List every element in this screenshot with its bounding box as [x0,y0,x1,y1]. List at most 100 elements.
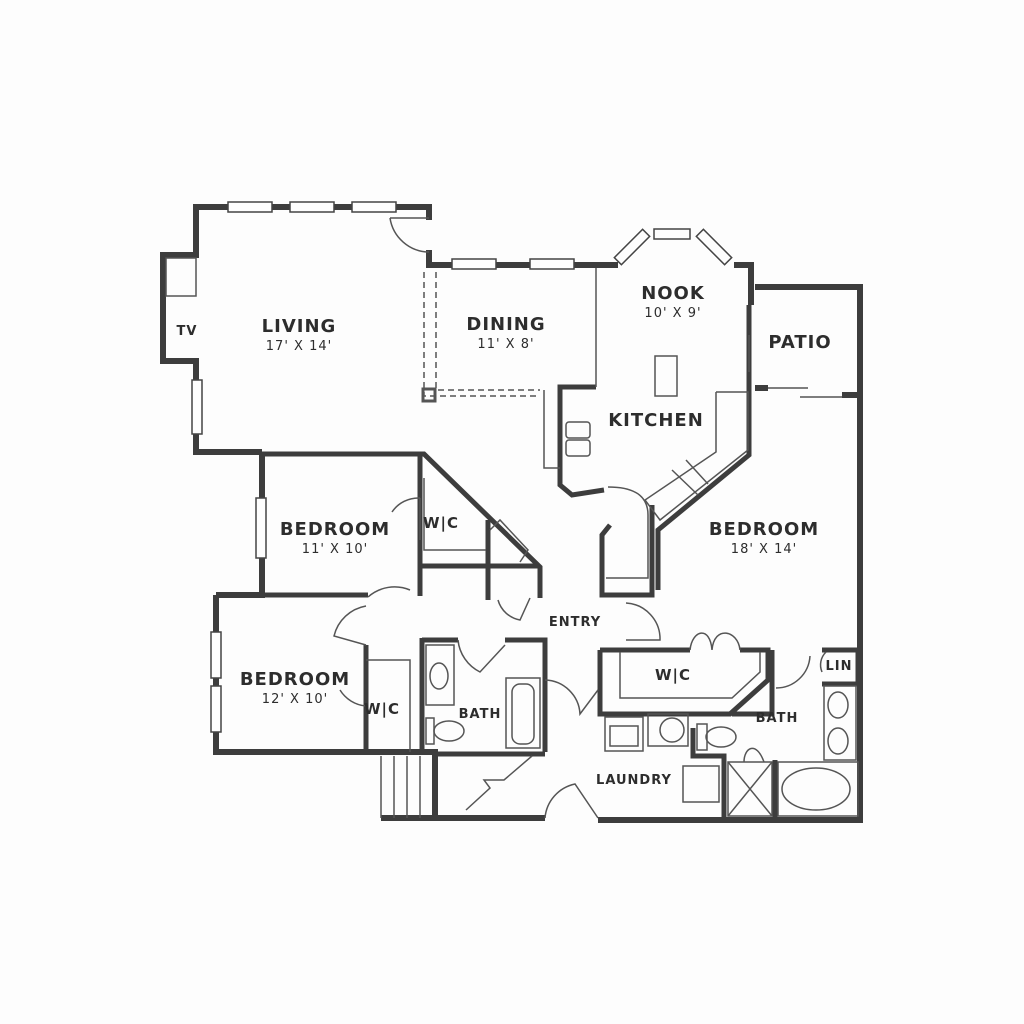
door-bath2 [775,655,811,689]
washer-inner [609,725,639,747]
door-lin [819,651,827,673]
door-wic1 [391,497,421,540]
window-nook-2 [613,228,651,266]
room-bedroom-3: BEDROOM 18' X 14' [708,519,820,557]
wall-bedroom1 [216,452,265,598]
door-bed2 [333,605,367,646]
interior-walls [262,305,861,820]
bath2-toilet [705,726,737,748]
room-patio: PATIO [768,334,831,352]
bathtub-inner [781,767,851,811]
bath2-toilet-tank [696,723,708,751]
room-name: BATH [458,707,502,722]
counter-kitchen-west [543,390,560,469]
room-name: W|C [654,666,692,684]
door-living [389,217,430,253]
window-dining-2 [529,258,575,270]
bath1-sink [429,662,449,690]
sink-2 [565,439,591,457]
counter-east [643,391,749,522]
bath1-toilet-tank [425,717,435,745]
wall-lin [822,647,861,687]
shower [727,761,773,817]
bath1-tub [505,677,541,749]
wall-bath1-east [505,637,548,752]
room-name: BEDROOM [279,519,391,540]
window-nook-3 [695,228,733,266]
wall-kitchen-east [655,305,752,590]
shower-x2 [727,761,773,817]
laundry-shelf [682,765,720,803]
kitchen-island [654,355,678,397]
bath2-sink-2 [827,727,849,755]
room-dims: 10' X 9' [644,306,702,321]
room-dining: DINING 11' X 8' [466,314,546,352]
closet-shelf [489,518,529,563]
door-entry-kitchen [625,602,661,641]
wall-wic3 [597,647,771,717]
window-bed2-2 [210,685,222,733]
room-bedroom-2: BEDROOM 12' X 10' [239,669,351,707]
wall-kitchen-counter [557,384,605,498]
counter-divider-2 [685,459,709,485]
wall-east [598,392,863,823]
bath2-vanity [823,685,857,761]
room-name: ENTRY [548,615,602,630]
room-lin: LIN [825,660,852,673]
room-name: PATIO [768,332,832,353]
bath1-tub-inner [511,683,535,745]
sink-1 [565,421,591,439]
wall-bath2-west [690,728,727,820]
door-wic3 [689,632,741,651]
window-nook-1 [653,228,691,240]
room-entry: ENTRY [549,616,601,629]
room-name: LIN [825,659,853,674]
room-bath-2: BATH [756,712,799,725]
wall-bath2-north [732,650,775,717]
wall-patio [755,284,863,392]
room-name: DINING [466,314,546,335]
bath1-vanity [425,644,455,706]
washer [604,716,644,752]
room-bedroom-1: BEDROOM 11' X 10' [279,519,391,557]
door-wic2 [339,689,367,707]
window-living-2 [289,201,335,213]
door-laundry [544,679,599,717]
windows [191,201,733,733]
wall-bed1-north [262,451,543,598]
room-name: TV [176,324,198,339]
divider-post [421,387,437,403]
room-name: BEDROOM [239,669,351,690]
window-living-west [191,379,203,435]
window-bed1 [255,497,267,559]
room-wic-1: W|C [423,516,459,531]
shower-door [743,747,765,763]
counter-divider-1 [671,469,699,496]
window-bed2-1 [210,631,222,679]
room-wic-3: W|C [655,668,691,683]
room-name: W|C [422,514,460,532]
room-nook: NOOK 10' X 9' [641,285,705,321]
wic2-shelf [366,659,411,752]
room-dims: 11' X 10' [301,542,369,557]
bath1-toilet [433,720,465,742]
room-name: LIVING [261,316,337,337]
room-name: BATH [755,711,799,726]
wall-nook-east [734,262,754,305]
room-dims: 17' X 14' [265,339,333,354]
room-kitchen: KITCHEN [608,412,704,430]
fixtures [165,217,859,819]
island-curve [606,486,649,579]
bathtub [777,761,859,817]
room-name: W|C [363,700,401,718]
window-living-1 [227,201,273,213]
room-wic-2: W|C [364,702,400,717]
window-living-3 [351,201,397,213]
room-name: BEDROOM [708,519,820,540]
room-dims: 18' X 14' [730,542,798,557]
wic3-shelf [619,652,761,699]
room-laundry: LAUNDRY [596,774,672,787]
dryer [647,713,689,747]
door-closet-entry [497,597,531,621]
